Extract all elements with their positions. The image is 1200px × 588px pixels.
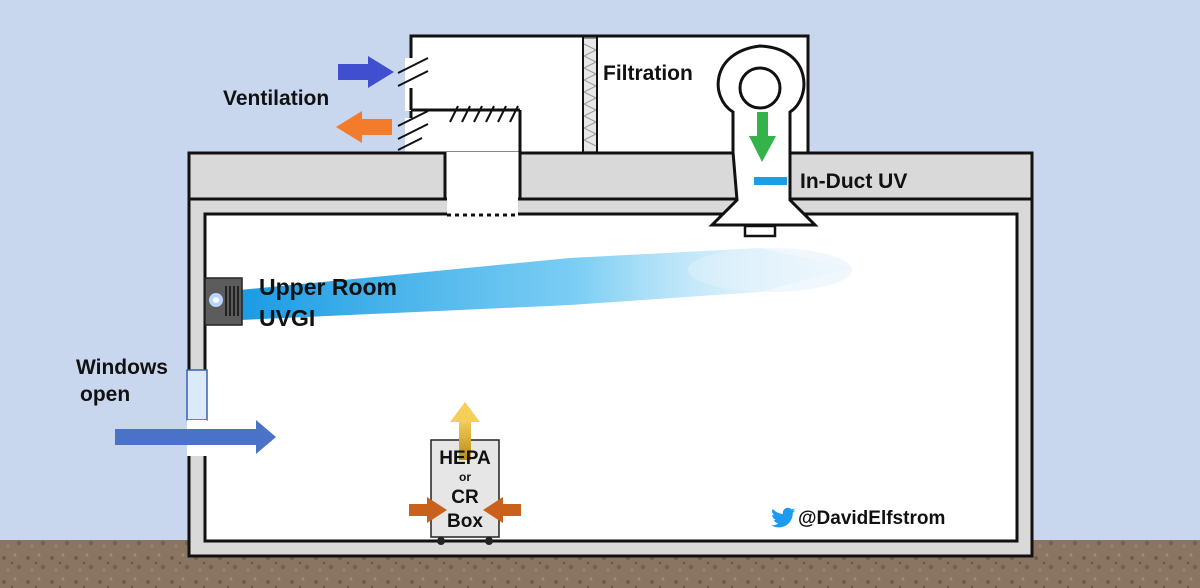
windows-label: Windows bbox=[76, 356, 168, 379]
upper-room-label: Upper Room bbox=[259, 274, 397, 300]
in-duct-uv-lamp bbox=[754, 177, 787, 185]
or-label: or bbox=[459, 470, 471, 484]
window-airflow-arrow bbox=[115, 420, 276, 454]
blower-fan-icon bbox=[738, 66, 782, 110]
hepa-inlet-arrow-right bbox=[483, 497, 521, 523]
damper-louvers bbox=[449, 105, 519, 123]
box-label: Box bbox=[447, 511, 483, 532]
ventilation-label: Ventilation bbox=[223, 87, 329, 110]
exhaust-arrow bbox=[336, 111, 392, 143]
hepa-inlet-arrow-left bbox=[409, 497, 447, 523]
cr-label: CR bbox=[451, 487, 479, 508]
hepa-label: HEPA bbox=[439, 448, 491, 469]
open-label: open bbox=[80, 383, 130, 406]
filtration-label: Filtration bbox=[603, 62, 693, 85]
supply-air-arrow bbox=[749, 112, 776, 162]
intake-arrow bbox=[338, 56, 394, 88]
uv-fixture-icon bbox=[204, 277, 243, 326]
author-handle: @DavidElfstrom bbox=[798, 508, 945, 529]
in-duct-uv-label: In-Duct UV bbox=[800, 170, 907, 193]
intake-louvers bbox=[397, 57, 429, 151]
hepa-outlet-arrow bbox=[450, 402, 480, 460]
uvgi-label: UVGI bbox=[259, 305, 315, 331]
twitter-bird-icon bbox=[771, 507, 796, 528]
building-walls bbox=[187, 197, 1034, 558]
